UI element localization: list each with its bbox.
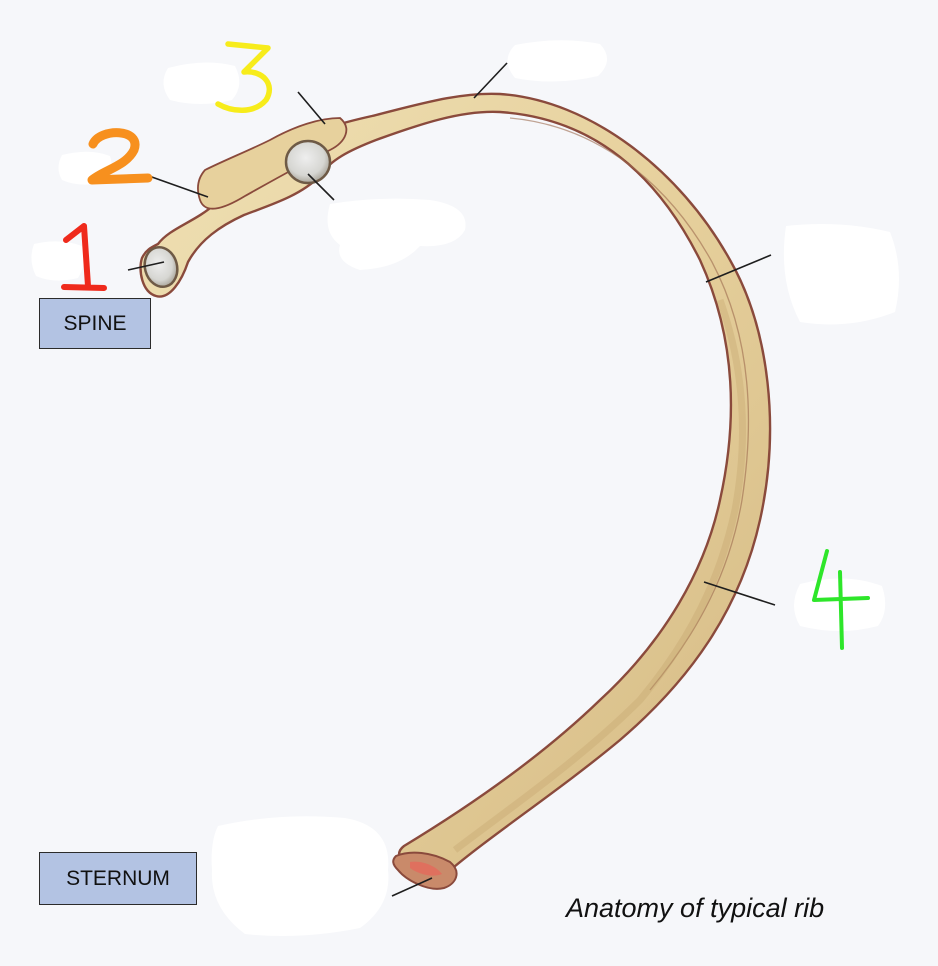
head-facet [143,245,179,289]
marker-2-glyph [87,128,153,185]
marker-1-glyph [61,223,107,291]
leader-line-2 [148,175,209,198]
tubercle-facet [284,139,332,185]
rib-shaft [139,92,772,878]
leader-line-sternal [391,877,433,897]
leader-line-1 [127,261,165,271]
handwritten-markers [61,41,870,650]
blank-patch-left-low [31,241,85,281]
sternal-end-inner [410,861,442,876]
blank-label-patches [31,40,899,936]
leader-line-4 [703,581,776,606]
marker-3-glyph [215,41,273,113]
blank-patch-top [507,40,608,82]
spine-label-box: SPINE [39,298,151,349]
inner-shading [452,298,747,853]
blank-patch-sternal [211,816,389,936]
blank-patch-left-top [163,62,240,104]
leader-line-tubercle [307,173,335,201]
blank-patch-tubercle [327,198,466,270]
costal-groove-line [509,117,750,691]
rib-bone [139,92,772,890]
blank-patch-right [783,224,899,325]
leader-line-angle [473,62,508,99]
marker-4-glyph [812,549,870,650]
sternum-label-box: STERNUM [39,852,197,905]
leader-line-3 [297,91,326,125]
leader-line-groove [705,254,772,283]
leader-lines [127,62,776,897]
figure-caption: Anatomy of typical rib [566,893,825,923]
